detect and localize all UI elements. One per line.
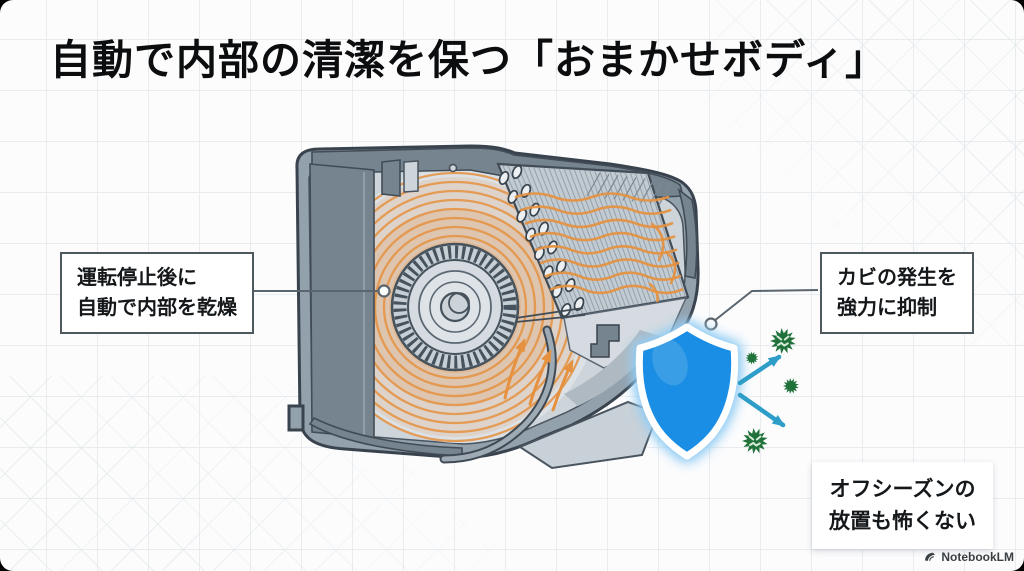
panel-step-block: [381, 159, 401, 197]
callout-mold-suppression: カビの発生を 強力に抑制: [820, 252, 974, 334]
leader-right: [704, 289, 819, 331]
mold-particle-icon: [770, 328, 796, 354]
mold-particle-icon: [742, 428, 768, 454]
slab-outline: [496, 163, 690, 320]
mold-particle-icon: [745, 351, 759, 365]
notebooklm-watermark: NotebookLM: [923, 550, 1014, 564]
leader-right-dot: [704, 317, 718, 331]
casing-notch: [287, 404, 305, 432]
callout-auto-drying: 運転停止後に 自動で内部を乾燥: [60, 252, 254, 334]
outlet-scroll-fill: [441, 327, 555, 462]
outlet-arrows: [503, 338, 574, 412]
fan-icon: [390, 242, 520, 372]
callout-line: 強力に抑制: [837, 297, 937, 319]
panel-step-block-2: [403, 160, 419, 193]
mold-particle-icon: [783, 378, 799, 394]
page-title: 自動で内部の清潔を保つ「おまかせボディ」: [50, 37, 888, 83]
airflow-wave-icon: [514, 192, 684, 313]
outlet-flap: [517, 400, 660, 470]
callout-line: 運転停止後に: [77, 267, 197, 289]
callout-line: 放置も怖くない: [829, 509, 976, 533]
screw-icon: [448, 163, 458, 173]
callout-line: 自動で内部を乾燥: [77, 297, 237, 319]
casing-bottom-rim: [308, 416, 463, 457]
mold-particles: [742, 328, 799, 454]
repel-arrows: [737, 354, 786, 428]
shield-icon: [632, 318, 742, 465]
pointer-lines: [515, 307, 586, 323]
watermark-label: NotebookLM: [941, 550, 1014, 564]
callout-off-season: オフシーズンの 放置も怖くない: [812, 462, 993, 549]
callout-line: カビの発生を: [837, 267, 957, 289]
ac-unit-illustration: [287, 144, 700, 470]
casing-right-rim: [677, 187, 698, 279]
leader-left-dot: [377, 284, 391, 298]
notebooklm-logo-icon: [925, 552, 936, 561]
callout-line: オフシーズンの: [829, 478, 976, 501]
mount-bracket: [590, 324, 620, 358]
leader-left: [246, 284, 391, 298]
